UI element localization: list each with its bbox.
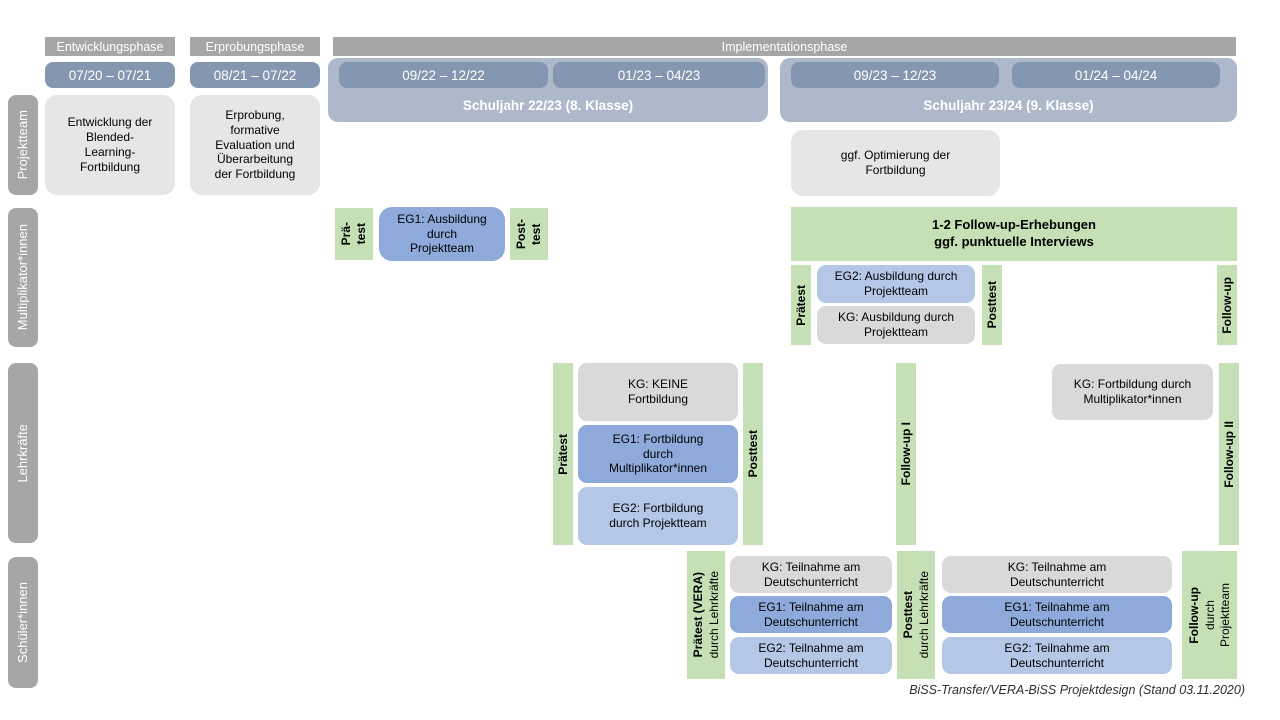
multiplikatoren-eg2-box: EG2: Ausbildung durch Projektteam — [817, 265, 975, 303]
row-label-lehrkraefte: Lehrkräfte — [8, 363, 38, 543]
multiplikatoren-posttest-label: Post- test — [514, 219, 543, 249]
multiplikatoren-eg1-box: EG1: Ausbildung durch Projektteam — [379, 207, 505, 261]
caption-text: BiSS-Transfer/VERA-BiSS Projektdesign (S… — [909, 683, 1245, 697]
schueler-praetest-vera-bar: Prätest (VERA) durch Lehrkräfte — [687, 551, 725, 679]
schueler-eg2a-box: EG2: Teilnahme am Deutschunterricht — [730, 637, 892, 674]
schueler-followup-sublabel: durch Projektteam — [1202, 582, 1232, 648]
multiplikatoren-praetest2-bar: Prätest — [791, 265, 811, 345]
projektteam-erprobung-box: Erprobung, formative Evaluation und Über… — [190, 95, 320, 195]
schueler-praetest-vera-sublabel: durch Lehrkräfte — [706, 571, 721, 659]
lehrkraefte-followup2-label: Follow-up II — [1221, 420, 1236, 488]
row-label-projektteam-text: Projektteam — [14, 110, 30, 180]
multiplikatoren-posttest2-label: Posttest — [984, 281, 999, 329]
lehrkraefte-posttest-bar: Posttest — [743, 363, 763, 545]
schueler-posttest-label: Posttest — [900, 591, 915, 639]
row-label-projektteam: Projektteam — [8, 95, 38, 195]
lehrkraefte-followup2-bar: Follow-up II — [1219, 363, 1239, 545]
lehrkraefte-followup1-bar: Follow-up I — [896, 363, 916, 545]
multiplikatoren-praetest-label: Prä- test — [339, 222, 368, 246]
multiplikatoren-praetest2-label: Prätest — [793, 284, 808, 326]
date-bar-0922-1222: 09/22 – 12/22 — [339, 62, 548, 88]
multiplikatoren-followup-erhebungen-box: 1-2 Follow-up-Erhebungen ggf. punktuelle… — [791, 207, 1237, 261]
schueler-posttest-sublabel: durch Lehrkräfte — [916, 571, 931, 659]
date-bar-0123-0423: 01/23 – 04/23 — [553, 62, 765, 88]
multiplikatoren-followup-bar: Follow-up — [1217, 265, 1237, 345]
multiplikatoren-posttest2-bar: Posttest — [982, 265, 1002, 345]
row-label-multiplikatoren: Multiplikator*innen — [8, 208, 38, 347]
multiplikatoren-followup-label: Follow-up — [1219, 276, 1234, 334]
lehrkraefte-praetest-label: Prätest — [555, 433, 570, 475]
phase-bar-implementation: Implementationsphase — [333, 37, 1236, 56]
schueler-eg1b-box: EG1: Teilnahme am Deutschunterricht — [942, 596, 1172, 633]
projektteam-optimierung-box: ggf. Optimierung der Fortbildung — [791, 130, 1000, 196]
multiplikatoren-praetest-bar: Prä- test — [335, 208, 373, 260]
date-bar-0124-0424: 01/24 – 04/24 — [1012, 62, 1220, 88]
lehrkraefte-praetest-bar: Prätest — [553, 363, 573, 545]
row-label-schueler: Schüler*innen — [8, 557, 38, 688]
row-label-multiplikatoren-text: Multiplikator*innen — [14, 224, 30, 331]
schueler-eg1a-box: EG1: Teilnahme am Deutschunterricht — [730, 596, 892, 633]
schueler-posttest-bar: Posttest durch Lehrkräfte — [897, 551, 935, 679]
date-bar-0720-0721: 07/20 – 07/21 — [45, 62, 175, 88]
multiplikatoren-posttest-bar: Post- test — [510, 208, 548, 260]
phase-bar-erprobung: Erprobungsphase — [190, 37, 320, 56]
lehrkraefte-kg-box: KG: KEINE Fortbildung — [578, 363, 738, 421]
date-bar-0821-0722: 08/21 – 07/22 — [190, 62, 320, 88]
row-label-schueler-text: Schüler*innen — [14, 582, 30, 663]
lehrkraefte-posttest-label: Posttest — [745, 430, 760, 478]
date-bar-0923-1223: 09/23 – 12/23 — [791, 62, 999, 88]
multiplikatoren-kg-box: KG: Ausbildung durch Projektteam — [817, 306, 975, 344]
lehrkraefte-followup1-label: Follow-up I — [898, 422, 913, 486]
schueler-praetest-vera-label: Prätest (VERA) — [690, 572, 705, 658]
schueler-kg2-box: KG: Teilnahme am Deutschunterricht — [942, 556, 1172, 593]
schueler-followup-bar: Follow-up durch Projektteam — [1182, 551, 1237, 679]
schueler-kg1-box: KG: Teilnahme am Deutschunterricht — [730, 556, 892, 593]
schueler-eg2b-box: EG2: Teilnahme am Deutschunterricht — [942, 637, 1172, 674]
phase-bar-entwicklung: Entwicklungsphase — [45, 37, 175, 56]
lehrkraefte-kg2-box: KG: Fortbildung durch Multiplikator*inne… — [1052, 364, 1213, 420]
lehrkraefte-eg1-box: EG1: Fortbildung durch Multiplikator*inn… — [578, 425, 738, 483]
schueler-followup-label: Follow-up — [1186, 586, 1201, 644]
lehrkraefte-eg2-box: EG2: Fortbildung durch Projektteam — [578, 487, 738, 545]
projektteam-entwicklung-box: Entwicklung der Blended- Learning- Fortb… — [45, 95, 175, 195]
row-label-lehrkraefte-text: Lehrkräfte — [14, 423, 30, 483]
